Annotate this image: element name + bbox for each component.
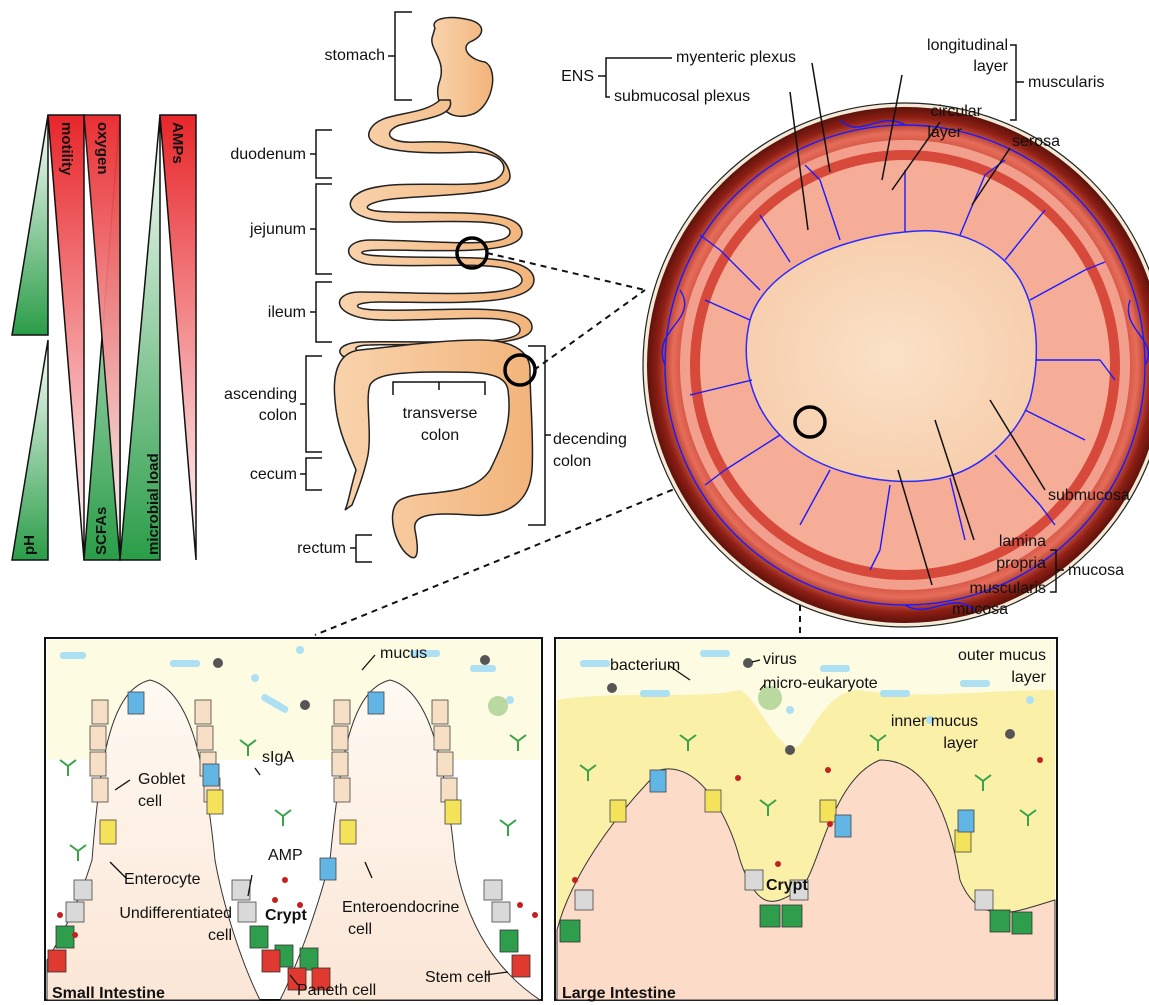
stomach-label: stomach (325, 47, 385, 64)
large-crypt-label: Crypt (766, 877, 808, 894)
myenteric-plexus-label: myenteric plexus (676, 49, 796, 66)
small-intestine-shape (340, 100, 534, 360)
inner-mucus-label: inner mucus (891, 713, 978, 730)
inner-mucus-layer-label: layer (943, 735, 978, 752)
ens-label: ENS (561, 68, 594, 85)
ph-wedge-top (12, 115, 48, 335)
outer-mucus-label: outer mucus (958, 647, 1046, 664)
siga-label: sIgA (262, 749, 294, 766)
ph-wedge (12, 340, 48, 560)
micro-eukaryote-label: micro-eukaryote (763, 675, 878, 692)
circular-label: circular (930, 103, 982, 120)
longitudinal-layer-label: layer (973, 58, 1008, 75)
serosa-label: serosa (1012, 133, 1060, 150)
ph-label: pH (21, 535, 38, 555)
gradient-wedges: pH motility SCFAs oxygen microbial load … (12, 115, 196, 560)
cross-section (643, 103, 1149, 627)
duodenum-label: duodenum (230, 146, 306, 163)
submucosal-plexus-label: submucosal plexus (614, 88, 750, 105)
amps-label: AMPs (169, 122, 186, 164)
circular-layer-label: layer (927, 124, 962, 141)
small-intestine-panel: mucus Goblet cell sIgA Enterocyte AMP Un… (45, 638, 542, 1002)
outer-mucus-layer-label: layer (1011, 669, 1046, 686)
small-intestine-title: Small Intestine (52, 985, 165, 1002)
virus-label: virus (763, 651, 797, 668)
rectum-label: rectum (297, 540, 346, 557)
motility-wedge (48, 115, 84, 560)
ileum-label: ileum (268, 304, 306, 321)
submucosa-label: submucosa (1048, 487, 1130, 504)
muscularis-mucosa-label-2: mucosa (952, 601, 1008, 618)
goblet-cell-label: cell (138, 793, 162, 810)
transverse-label: transverse (403, 405, 478, 422)
muscularis-mucosa-label: muscularis (970, 580, 1046, 597)
undifferentiated-cell-label: cell (208, 927, 232, 944)
enteroendocrine-label: Enteroendocrine (342, 899, 460, 916)
enteroendocrine-cell-label: cell (348, 921, 372, 938)
undifferentiated-label: Undifferentiated (119, 905, 232, 922)
decending-label: decending (553, 431, 627, 448)
muscularis-label: muscularis (1028, 74, 1104, 91)
longitudinal-label: longitudinal (927, 37, 1008, 54)
large-intestine-panel: bacterium virus micro-eukaryote outer mu… (555, 638, 1057, 1002)
colon-shape (334, 340, 532, 558)
propria-label: propria (996, 555, 1046, 572)
transverse-colon-label: colon (421, 427, 459, 444)
small-crypt-label: Crypt (265, 907, 307, 924)
goblet-label: Goblet (138, 771, 186, 788)
oxygen-label: oxygen (94, 122, 111, 175)
lamina-label: lamina (999, 533, 1046, 550)
jejunum-label: jejunum (249, 221, 306, 238)
scfas-label: SCFAs (93, 507, 110, 555)
enterocyte-label: Enterocyte (124, 871, 201, 888)
ascending-label: ascending (224, 386, 297, 403)
paneth-cell-label: Paneth cell (297, 982, 376, 999)
amp-label: AMP (268, 847, 303, 864)
mucosa-label: mucosa (1068, 562, 1124, 579)
bacterium-label: bacterium (610, 657, 680, 674)
amps-wedge (160, 115, 196, 560)
stem-cell-label: Stem cell (425, 969, 491, 986)
decending-colon-label: colon (553, 453, 591, 470)
motility-label: motility (58, 122, 75, 176)
cecum-label: cecum (250, 466, 297, 483)
large-intestine-title: Large Intestine (562, 985, 676, 1002)
ascending-colon-label: colon (259, 407, 297, 424)
mucus-label: mucus (380, 645, 427, 662)
microbial-load-label: microbial load (145, 453, 162, 555)
gut-outline (334, 18, 535, 558)
